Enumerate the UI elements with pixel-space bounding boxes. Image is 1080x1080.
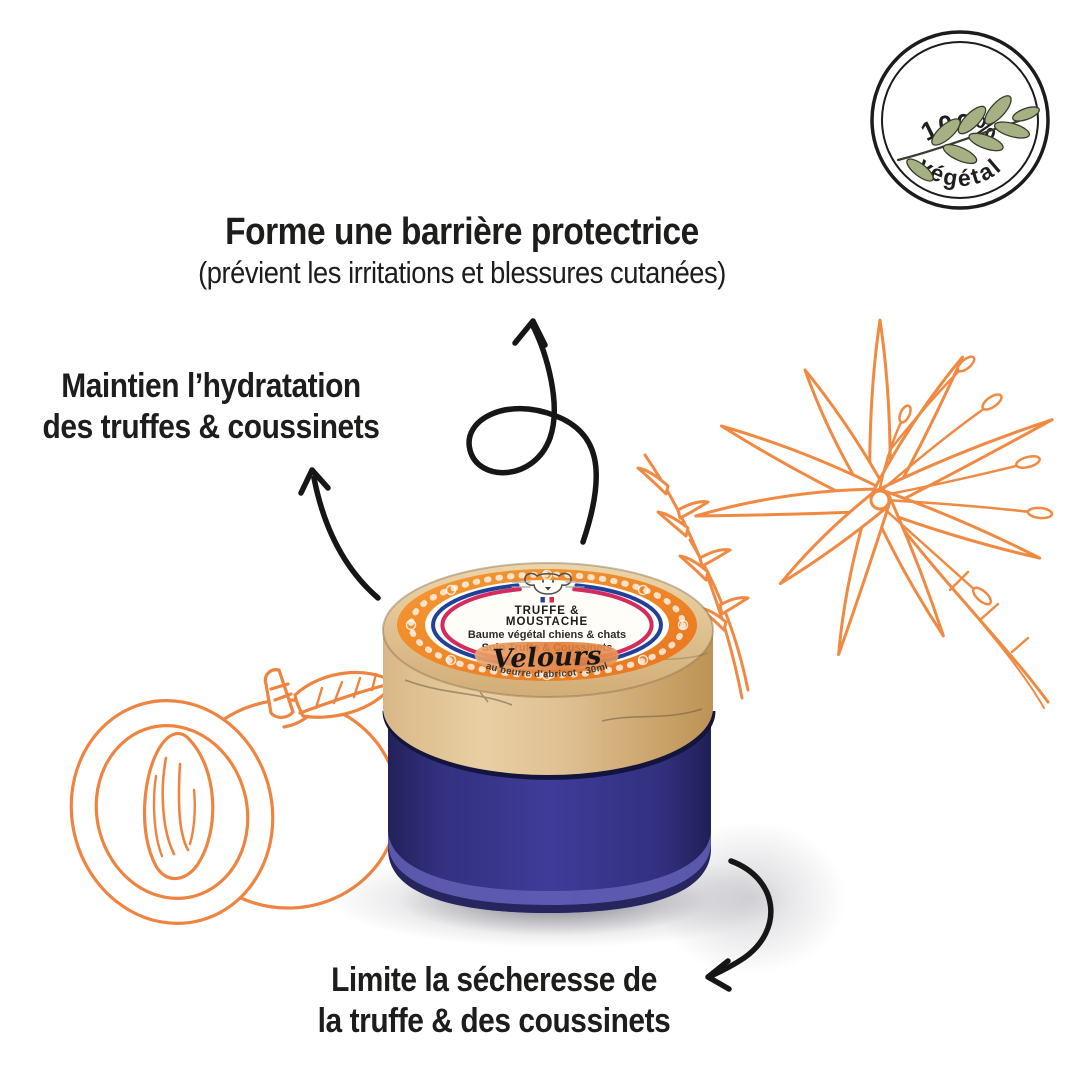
barrier-title: Forme une barrière protectrice (225, 211, 699, 253)
product-name: Velours (492, 641, 602, 675)
badge-inner-ring (881, 41, 1039, 199)
french-flag-icon (540, 596, 554, 603)
ring-doodle-circles (405, 569, 689, 681)
label-descriptor: Baume végétal chiens & chats (468, 629, 626, 641)
barrier-subtitle: (prévient les irritations et blessures c… (198, 255, 726, 290)
brand-line2: MOUSTACHE (506, 616, 588, 628)
nigella-flower-line-art (636, 318, 1054, 709)
callout-dryness: Limite la sécheresse de la truffe & des … (318, 960, 671, 1042)
callout-barrier: Forme une barrière protectrice (prévient… (198, 211, 726, 291)
callout-hydration: Maintien l’hydratation des truffes & cou… (43, 366, 380, 448)
watercolor-splash (474, 641, 619, 673)
product-label: TRUFFE & MOUSTACHE Baume végétal chiens … (397, 569, 697, 681)
apricot-line-art (69, 668, 400, 925)
olive-branch-icon (896, 95, 1040, 182)
hydration-line1: Maintien l’hydratation (61, 367, 361, 405)
glass-band (388, 829, 711, 905)
curly-arrow-barrier (466, 318, 599, 545)
lid-seam (382, 710, 716, 780)
dog-face-icon (511, 572, 585, 595)
vegetal-badge: 100% végétal (870, 30, 1050, 210)
dryness-line2: la truffe & des coussinets (317, 1001, 671, 1040)
hydration-line2: des truffes & coussinets (42, 407, 380, 446)
flower-group (636, 318, 1054, 709)
product-jar: TRUFFE & MOUSTACHE Baume végétal chiens … (382, 562, 716, 913)
apricot-group (69, 668, 400, 925)
dog-nose (545, 587, 551, 591)
dryness-line1: Limite la sécheresse de (331, 961, 657, 999)
brand-line1: TRUFFE & (515, 605, 580, 617)
